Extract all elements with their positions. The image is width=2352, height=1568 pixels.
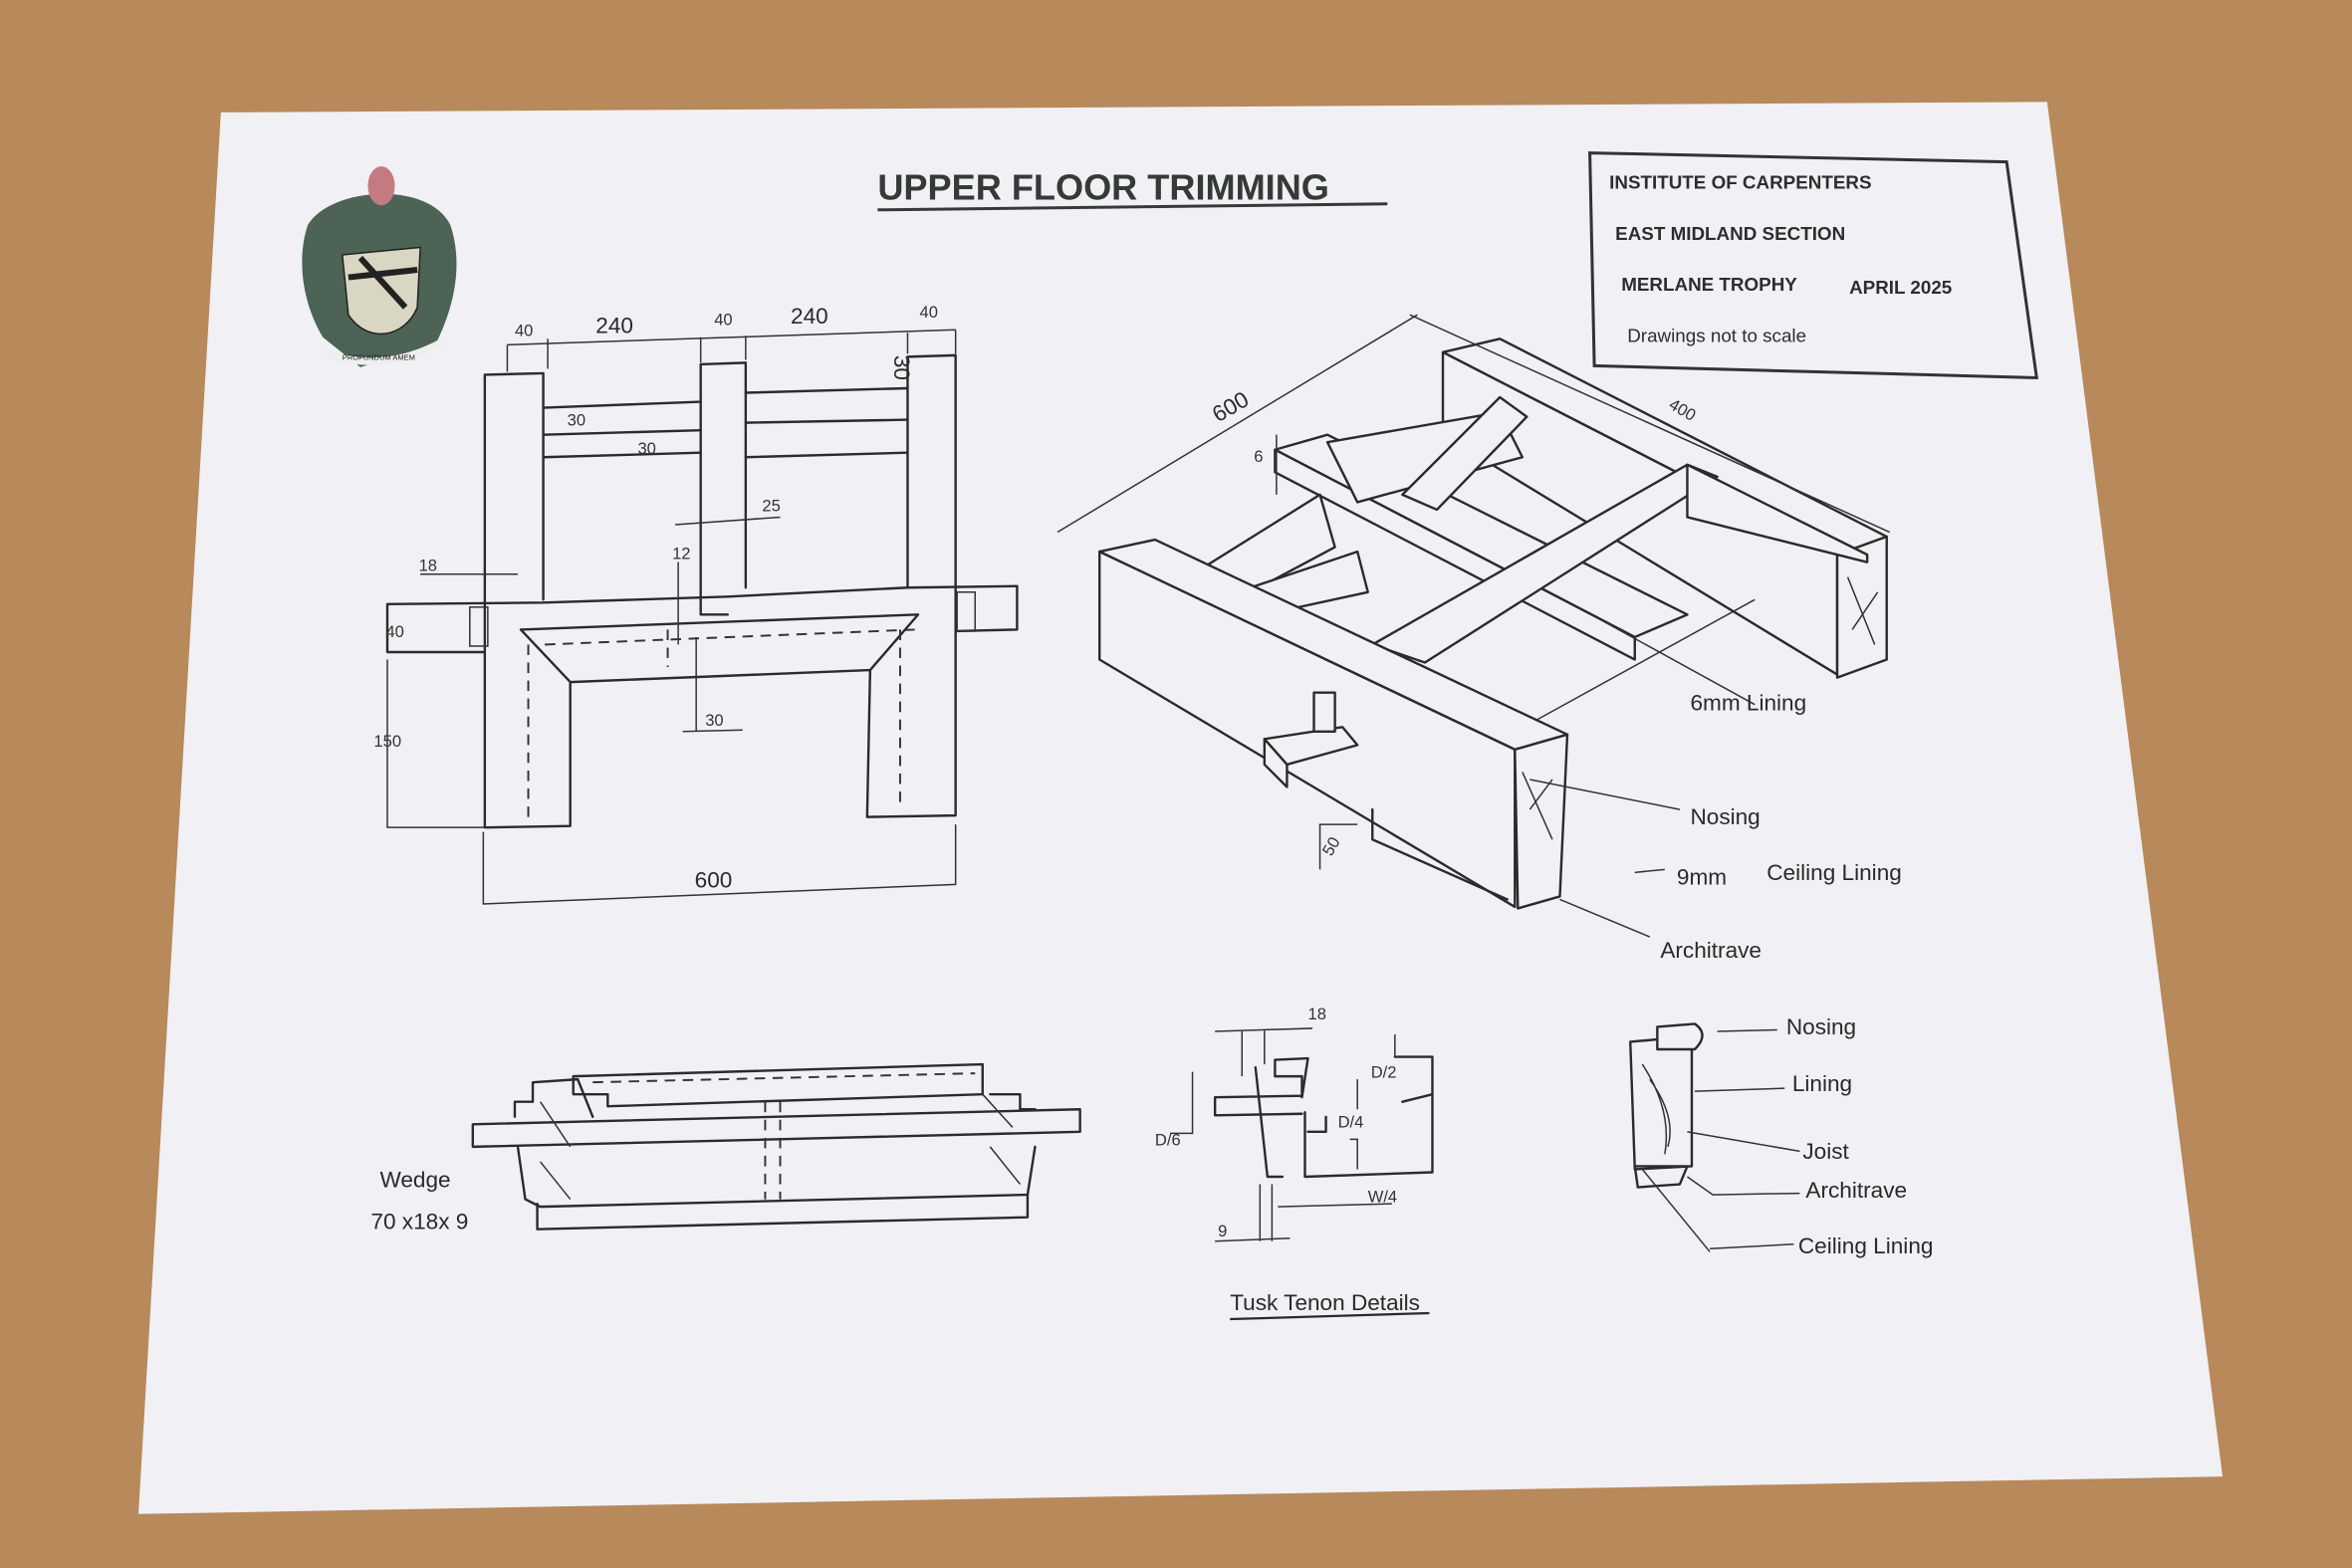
label-architrave: Architrave xyxy=(1660,938,1762,963)
dim-top-offset: 30 xyxy=(889,355,914,380)
dim-lining: 18 xyxy=(419,557,437,575)
dim-tenon: 25 xyxy=(762,496,780,515)
title-underline xyxy=(877,202,1388,212)
nosing-section-detail: Nosing Lining Joist Architrave Ceiling L… xyxy=(1629,1014,1934,1258)
dim-w4: W/4 xyxy=(1368,1188,1397,1207)
wedge-label: Wedge xyxy=(379,1168,450,1193)
label-detail-ceiling-lining: Ceiling Lining xyxy=(1798,1233,1934,1258)
dim-d4: D/4 xyxy=(1338,1112,1364,1131)
dim-gap-right: 240 xyxy=(791,304,828,329)
dim-offset: 9 xyxy=(1218,1222,1227,1240)
tusk-tenon-title: Tusk Tenon Details xyxy=(1230,1290,1420,1315)
label-nosing: Nosing xyxy=(1690,804,1760,829)
dim-trimmer-depth: 40 xyxy=(385,622,403,641)
label-6mm-lining: 6mm Lining xyxy=(1690,691,1806,716)
label-9mm: 9mm xyxy=(1677,864,1727,889)
dim-post-right: 40 xyxy=(920,303,938,322)
label-detail-joist: Joist xyxy=(1802,1139,1849,1164)
title-block: INSTITUTE OF CARPENTERS EAST MIDLAND SEC… xyxy=(1588,151,2039,379)
scale-note: Drawings not to scale xyxy=(1627,325,1806,345)
paper-sheet xyxy=(138,102,2224,1514)
dim-post-mid: 40 xyxy=(714,311,732,330)
dim-tenon-width: 18 xyxy=(1308,1005,1326,1023)
drawing-title: UPPER FLOOR TRIMMING xyxy=(877,166,1329,207)
trophy-name: MERLANE TROPHY xyxy=(1621,274,1797,295)
date: APRIL 2025 xyxy=(1849,277,1952,298)
wedge-section: Wedge 70 x18x 9 xyxy=(370,1062,1081,1234)
crest-logo: PROFUNDUM AMEM xyxy=(302,166,457,367)
dim-d6: D/6 xyxy=(1155,1130,1181,1149)
label-detail-lining: Lining xyxy=(1792,1071,1852,1096)
wedge-size: 70 x18x 9 xyxy=(370,1210,468,1234)
dim-leg-height: 150 xyxy=(373,732,401,751)
dim-gap-left: 240 xyxy=(595,313,633,337)
tusk-tenon-detail: 18 D/2 D/4 D/6 W/4 9 Tusk Tenon Details xyxy=(1155,1005,1434,1321)
dim-rail-2: 30 xyxy=(637,439,655,458)
crest-motto: PROFUNDUM AMEM xyxy=(343,352,415,361)
dim-post-left: 40 xyxy=(515,321,533,339)
section-name: EAST MIDLAND SECTION xyxy=(1615,223,1845,244)
dim-overall-width: 600 xyxy=(695,867,733,892)
dim-mid-offset: 30 xyxy=(705,711,723,730)
dim-iso-lip: 6 xyxy=(1254,447,1263,466)
label-detail-architrave: Architrave xyxy=(1805,1178,1907,1203)
dim-housing: 12 xyxy=(672,545,690,563)
dim-rail-1: 30 xyxy=(568,411,586,430)
front-elevation: 40 240 40 240 40 30 30 30 25 18 12 40 15… xyxy=(373,303,1019,905)
institute-name: INSTITUTE OF CARPENTERS xyxy=(1609,172,1871,193)
label-detail-nosing: Nosing xyxy=(1786,1014,1856,1039)
label-ceiling-lining: Ceiling Lining xyxy=(1766,860,1902,885)
dim-d2: D/2 xyxy=(1371,1063,1397,1082)
isometric-view: 600 400 6 50 6mm Lining Nosing 9mm Ceili… xyxy=(1057,314,1902,963)
